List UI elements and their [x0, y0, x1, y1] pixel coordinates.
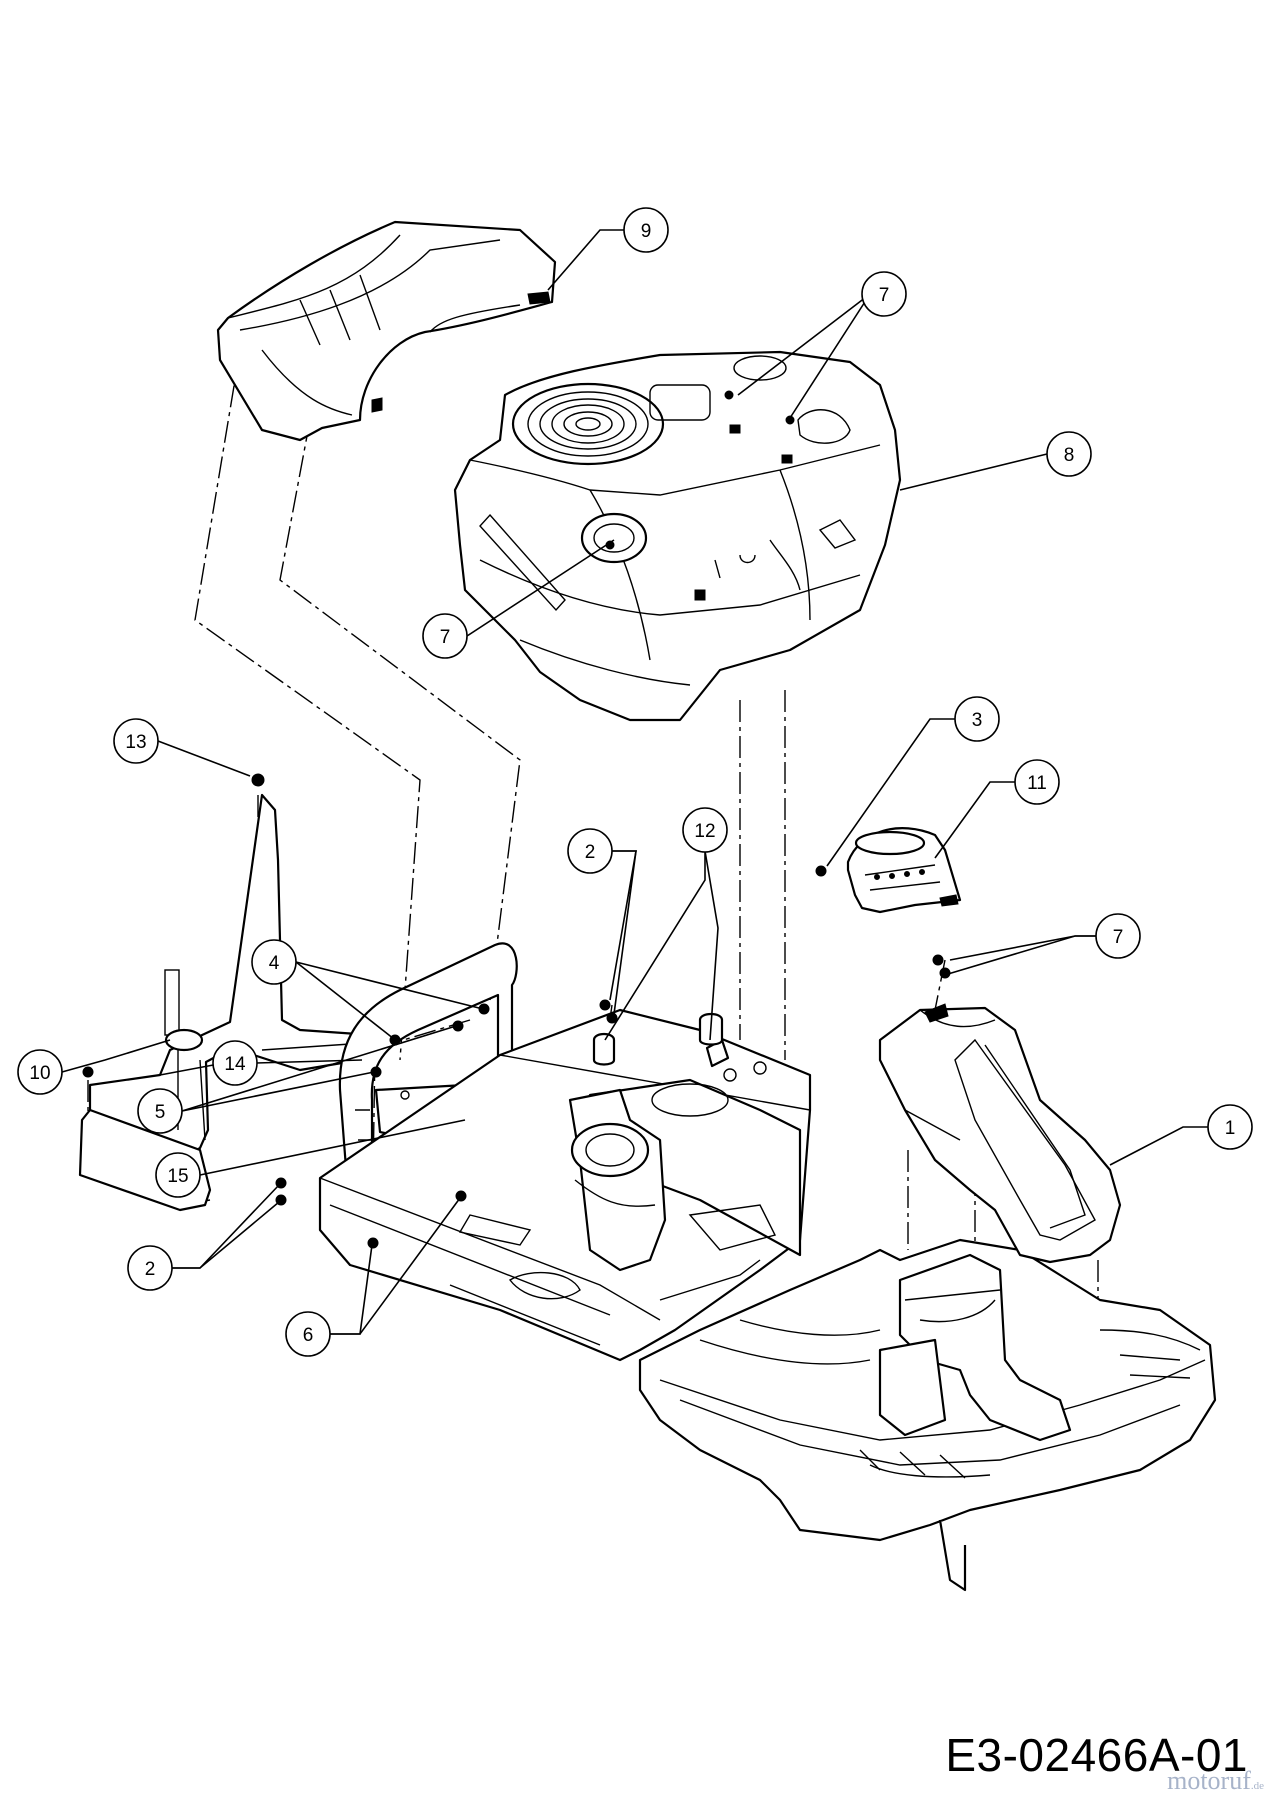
screw-left-cover	[82, 1066, 94, 1078]
callout-number: 3	[972, 710, 983, 731]
callout-c7c: 7	[1095, 913, 1141, 959]
callout-bubble	[1095, 913, 1141, 959]
steering-shroud-part-11	[846, 827, 962, 914]
leader-lines	[61, 229, 1208, 1335]
callout-c15: 15	[155, 1152, 201, 1198]
callout-number: 13	[125, 732, 146, 753]
callout-number: 12	[694, 821, 715, 842]
callout-c3: 3	[954, 696, 1000, 742]
callout-c5: 5	[137, 1088, 183, 1134]
callout-c13: 13	[113, 718, 159, 764]
watermark-logo: motoruf.de	[1167, 1766, 1264, 1795]
callout-number: 14	[224, 1054, 246, 1075]
callout-bubble	[1207, 1104, 1253, 1150]
callout-bubble	[251, 939, 297, 985]
rear-cover-part-9	[216, 220, 557, 442]
callout-number: 11	[1027, 773, 1047, 794]
frame-chassis	[318, 1008, 812, 1362]
callout-bubble	[285, 1311, 331, 1357]
callout-number: 2	[585, 842, 596, 863]
callout-number: 2	[145, 1259, 156, 1280]
callout-bubble	[127, 1245, 173, 1291]
callout-c1: 1	[1207, 1104, 1253, 1150]
hood-part-8	[453, 350, 902, 722]
callout-number: 8	[1064, 445, 1075, 466]
callout-c2b: 2	[127, 1245, 173, 1291]
callout-c9: 9	[623, 207, 669, 253]
nut-6a	[455, 1190, 467, 1202]
mount-part-12	[592, 1012, 730, 1068]
screw-part-13	[251, 773, 265, 787]
callout-number: 5	[155, 1102, 166, 1123]
callout-bubble	[567, 828, 613, 874]
callout-number: 6	[303, 1325, 314, 1346]
callout-c6: 6	[285, 1311, 331, 1357]
nut-6b	[367, 1237, 379, 1249]
callout-c14: 14	[212, 1040, 258, 1086]
callout-c4: 4	[251, 939, 297, 985]
nut-2a-upper	[599, 999, 611, 1011]
callout-bubble	[155, 1152, 201, 1198]
callout-c7a: 7	[861, 271, 907, 317]
callout-bubble	[1014, 759, 1060, 805]
callout-bubble	[113, 718, 159, 764]
screw-7-hood-b	[785, 415, 795, 425]
callout-bubble	[954, 696, 1000, 742]
callout-number: 7	[879, 285, 890, 306]
screw-7-lower	[939, 967, 951, 979]
screw-part-3	[815, 865, 827, 877]
callout-c12: 12	[682, 807, 728, 853]
console-part-1	[878, 1003, 1122, 1264]
callout-number: 7	[1113, 927, 1124, 948]
callout-bubble	[861, 271, 907, 317]
callout-bubble	[212, 1040, 258, 1086]
callout-bubble	[1046, 431, 1092, 477]
callout-number: 7	[440, 627, 451, 648]
callout-number: 1	[1225, 1118, 1236, 1139]
callout-c2a: 2	[567, 828, 613, 874]
callout-c10: 10	[17, 1049, 63, 1095]
callout-bubble	[17, 1049, 63, 1095]
nut-2a-lower	[606, 1012, 618, 1024]
callout-bubble	[682, 807, 728, 853]
bolt-4	[478, 1003, 490, 1015]
callout-c7b: 7	[422, 613, 468, 659]
drawing-code: E3-02466A-01	[945, 1729, 1248, 1781]
callouts: 9 7 8 7 13 3 11 2 12 7 4 10 14 5 1 15 2 6	[17, 207, 1253, 1357]
callout-number: 9	[641, 221, 652, 242]
screw-7-upper	[932, 954, 944, 966]
callout-bubble	[137, 1088, 183, 1134]
screw-7-hood-a	[724, 390, 734, 400]
callout-number: 15	[167, 1166, 188, 1187]
callout-bubble	[422, 613, 468, 659]
steering-support	[878, 1253, 1072, 1442]
callout-number: 10	[29, 1063, 50, 1084]
callout-c11: 11	[1014, 759, 1060, 805]
callout-number: 4	[269, 953, 280, 974]
bolt-5a	[452, 1020, 464, 1032]
callout-c8: 8	[1046, 431, 1092, 477]
callout-bubble	[623, 207, 669, 253]
